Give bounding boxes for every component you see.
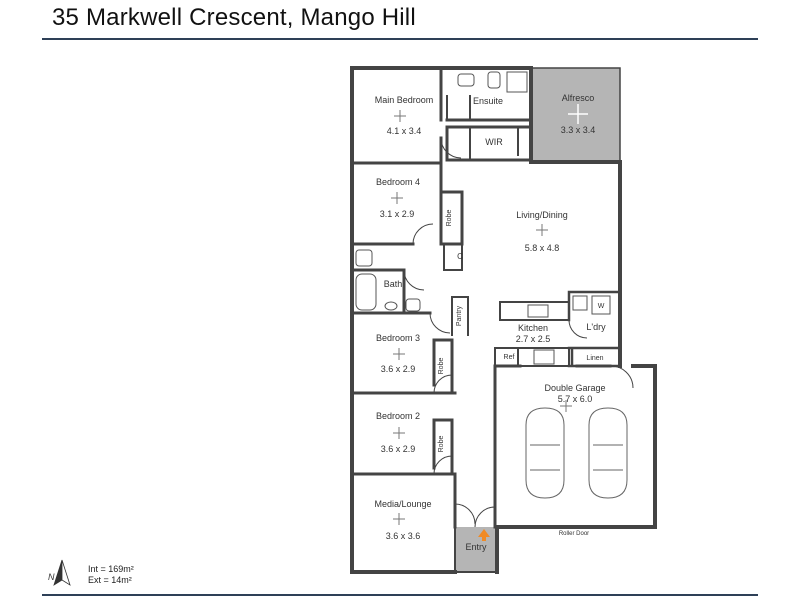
label-cupboard: C [457, 252, 463, 261]
label-bedroom3: Bedroom 3 [376, 333, 420, 343]
sink [527, 304, 549, 318]
door-arc [433, 455, 453, 475]
label-media: Media/Lounge [374, 499, 431, 509]
label-bedroom2: Bedroom 2 [376, 411, 420, 421]
door-arc [412, 223, 434, 245]
alfresco-border [530, 67, 621, 163]
label-living: Living/Dining [516, 210, 568, 220]
size-kitchen: 2.7 x 2.5 [516, 334, 551, 344]
centre-mark [393, 348, 405, 360]
footer-divider [42, 594, 758, 596]
washer-box [591, 295, 611, 315]
north-label: N [48, 572, 55, 582]
wall-bedroom2 [350, 418, 457, 476]
ensuite-shower [506, 71, 528, 93]
centre-mark [393, 513, 405, 525]
label-wir: WIR [485, 137, 503, 147]
laundry-wall [567, 290, 622, 368]
toilet [405, 298, 421, 312]
ensuite-toilet [487, 71, 501, 89]
size-bedroom3: 3.6 x 2.9 [381, 364, 416, 374]
garage-wall [493, 364, 612, 529]
wall-bedroom4 [350, 161, 464, 246]
label-washer: W [598, 303, 605, 310]
label-roller-door: Roller Door [559, 531, 589, 537]
label-fridge: Ref [504, 354, 515, 361]
label-linen: Linen [586, 355, 603, 362]
entry-area [455, 527, 497, 572]
cooktop [533, 349, 555, 365]
door-arc [474, 506, 496, 528]
label-robe-b4: Robe [446, 210, 453, 227]
size-living: 5.8 x 4.8 [525, 243, 560, 253]
label-bedroom4: Bedroom 4 [376, 177, 420, 187]
entry-arrow-icon [478, 529, 490, 541]
ensuite-wall [446, 95, 471, 121]
label-bath: Bath [384, 279, 403, 289]
door-arc [429, 312, 451, 334]
laundry-tub [572, 295, 588, 311]
centre-mark [393, 427, 405, 439]
label-laundry: L'dry [586, 322, 606, 332]
label-entry: Entry [465, 542, 487, 552]
wall-bedroom3 [350, 338, 457, 395]
entry-wall [454, 526, 498, 573]
wall-main-bedroom [350, 66, 533, 165]
door-arc [454, 503, 476, 525]
label-main-bedroom: Main Bedroom [375, 95, 434, 105]
basin [384, 301, 398, 311]
car-right [588, 407, 628, 499]
bathtub [355, 273, 377, 311]
size-garage: 5.7 x 6.0 [558, 394, 593, 404]
car-left [525, 407, 565, 499]
pantry-wall [451, 296, 469, 336]
external-area: Ext = 14m² [88, 575, 132, 585]
size-main-bedroom: 4.1 x 3.4 [387, 126, 422, 136]
centre-mark [391, 192, 403, 204]
cupboard-wall [443, 243, 463, 271]
page-title: 35 Markwell Crescent, Mango Hill [52, 4, 416, 31]
centre-mark [536, 224, 548, 236]
size-alfresco: 3.3 x 3.4 [561, 125, 596, 135]
wir-wall [469, 126, 519, 161]
north-arrow-icon [53, 559, 63, 586]
door-arc [403, 269, 425, 291]
label-alfresco: Alfresco [562, 93, 595, 103]
label-ensuite: Ensuite [473, 96, 503, 106]
alfresco-area [531, 68, 620, 162]
alfresco-mark [568, 104, 588, 124]
size-media: 3.6 x 3.6 [386, 531, 421, 541]
label-kitchen: Kitchen [518, 323, 548, 333]
label-garage: Double Garage [544, 383, 605, 393]
basin-b4 [355, 249, 373, 267]
label-pantry: Pantry [456, 305, 463, 326]
size-bedroom4: 3.1 x 2.9 [380, 209, 415, 219]
door-arc [440, 137, 462, 159]
centre-mark [560, 400, 572, 412]
ensuite-basin [457, 73, 475, 87]
header-divider [42, 38, 758, 40]
wall-bath [350, 268, 432, 315]
size-bedroom2: 3.6 x 2.9 [381, 444, 416, 454]
door-arc [433, 374, 453, 394]
centre-mark [394, 110, 406, 122]
label-robe-b2: Robe [438, 436, 445, 453]
door-arc [568, 319, 588, 339]
label-robe-b3: Robe [438, 358, 445, 375]
door-arc [609, 365, 634, 389]
internal-area: Int = 169m² [88, 564, 134, 574]
